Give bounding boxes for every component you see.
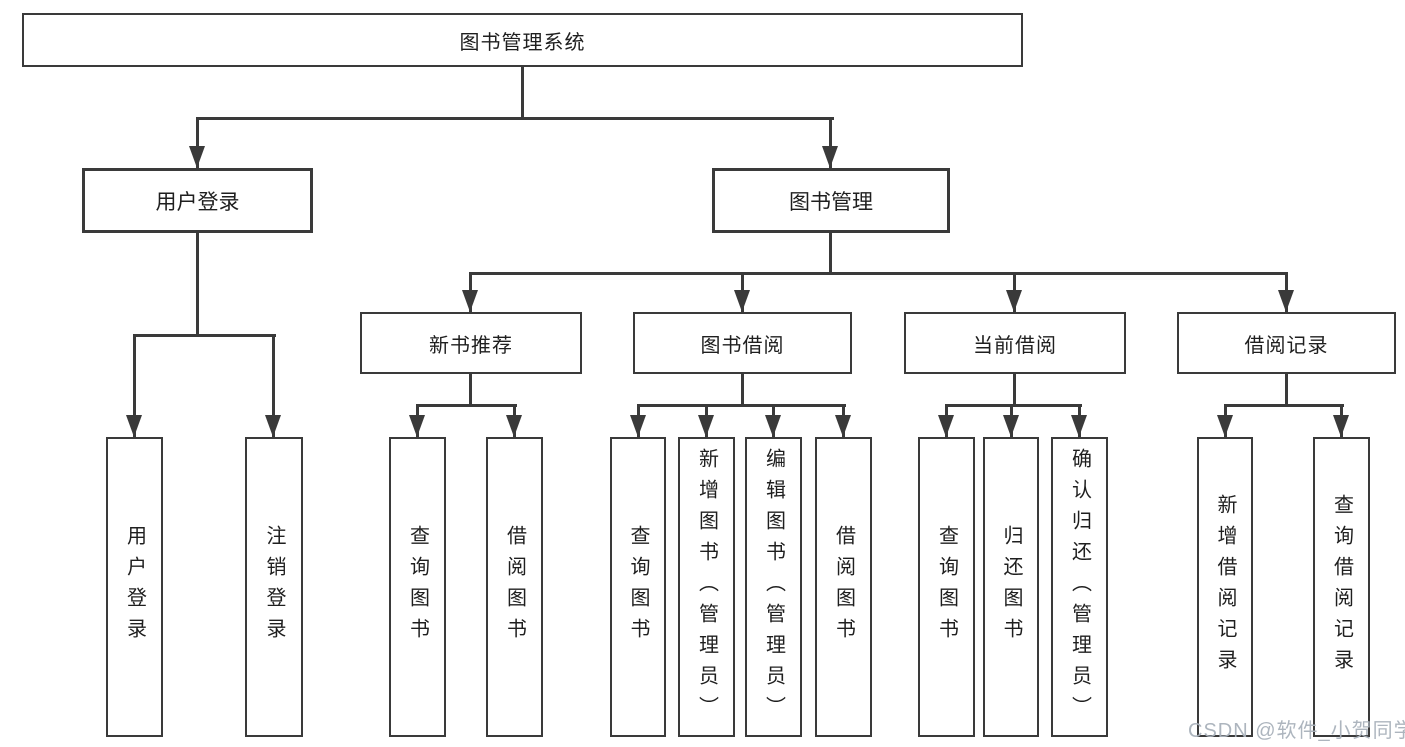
- leaf-query-borrow-record: 查询借阅记录: [1313, 437, 1370, 737]
- arrowhead-down-icon: [1071, 415, 1087, 437]
- node-label: 图书借阅: [700, 334, 785, 357]
- node-label: 图书管理系统: [459, 31, 586, 54]
- leaf-label: 查询借阅记录: [1330, 494, 1353, 680]
- leaf-add-borrow-record: 新增借阅记录: [1197, 437, 1253, 737]
- connector-rail: [416, 404, 517, 407]
- leaf-edit-book-admin: 编辑图书（管理员）: [745, 437, 802, 737]
- node-book-borrowing: 图书借阅: [633, 312, 852, 374]
- arrowhead-down-icon: [734, 290, 750, 312]
- node-new-book-recommend: 新书推荐: [360, 312, 582, 374]
- leaf-label: 注销登录: [263, 525, 285, 649]
- arrowhead-down-icon: [1006, 290, 1022, 312]
- connector-drop: [272, 334, 275, 437]
- node-book-management: 图书管理: [712, 168, 950, 233]
- leaf-label: 新增借阅记录: [1214, 494, 1236, 680]
- leaf-logout: 注销登录: [245, 437, 303, 737]
- arrowhead-down-icon: [835, 415, 851, 437]
- node-label: 图书管理: [789, 190, 873, 214]
- node-borrow-records: 借阅记录: [1177, 312, 1396, 374]
- leaf-confirm-return-admin: 确认归还（管理员）: [1051, 437, 1108, 737]
- leaf-label: 新增图书（管理员）: [695, 447, 718, 727]
- csdn-watermark: CSDN @软件_小贺同学: [1188, 720, 1405, 742]
- connector-rail: [637, 404, 846, 407]
- leaf-query-books-recommend: 查询图书: [389, 437, 446, 737]
- connector-stem: [1285, 374, 1288, 406]
- connector-rail: [469, 272, 1288, 275]
- connector-rail: [196, 117, 834, 120]
- arrowhead-down-icon: [765, 415, 781, 437]
- arrowhead-down-icon: [938, 415, 954, 437]
- leaf-label: 借阅图书: [503, 525, 526, 649]
- connector-stem: [469, 374, 472, 406]
- connector-stem: [1013, 374, 1016, 406]
- arrowhead-down-icon: [189, 146, 205, 168]
- connector-stem: [741, 374, 744, 406]
- arrowhead-down-icon: [822, 146, 838, 168]
- arrowhead-down-icon: [506, 415, 522, 437]
- leaf-query-books-borrowing: 查询图书: [610, 437, 666, 737]
- leaf-query-books-current: 查询图书: [918, 437, 975, 737]
- connector-rail: [133, 334, 276, 337]
- leaf-label: 归还图书: [1000, 525, 1022, 649]
- arrowhead-down-icon: [1217, 415, 1233, 437]
- leaf-label: 查询图书: [406, 525, 429, 649]
- leaf-label: 编辑图书（管理员）: [762, 447, 785, 727]
- leaf-user-login: 用户登录: [106, 437, 163, 737]
- arrowhead-down-icon: [1333, 415, 1349, 437]
- arrowhead-down-icon: [630, 415, 646, 437]
- arrowhead-down-icon: [698, 415, 714, 437]
- connector-rail: [945, 404, 1082, 407]
- arrowhead-down-icon: [409, 415, 425, 437]
- arrowhead-down-icon: [1278, 290, 1294, 312]
- connector-stem: [829, 233, 832, 274]
- arrowhead-down-icon: [462, 290, 478, 312]
- arrowhead-down-icon: [1003, 415, 1019, 437]
- node-current-borrowing: 当前借阅: [904, 312, 1126, 374]
- node-label: 用户登录: [155, 190, 240, 214]
- leaf-label: 借阅图书: [832, 525, 855, 649]
- connector-rail: [1224, 404, 1344, 407]
- connector-stem: [196, 233, 199, 335]
- node-label: 新书推荐: [429, 334, 513, 357]
- node-label: 当前借阅: [973, 334, 1057, 357]
- leaf-label: 用户登录: [123, 525, 146, 649]
- node-user-login: 用户登录: [82, 168, 313, 233]
- leaf-return-book: 归还图书: [983, 437, 1039, 737]
- node-label: 借阅记录: [1244, 334, 1329, 357]
- connector-stem: [521, 67, 524, 118]
- leaf-label: 查询图书: [627, 525, 649, 649]
- arrowhead-down-icon: [265, 415, 281, 437]
- connector-drop: [196, 117, 199, 168]
- arrowhead-down-icon: [126, 415, 142, 437]
- node-library-system: 图书管理系统: [22, 13, 1023, 67]
- leaf-label: 查询图书: [935, 525, 958, 649]
- leaf-borrow-books-recommend: 借阅图书: [486, 437, 543, 737]
- leaf-add-book-admin: 新增图书（管理员）: [678, 437, 735, 737]
- leaf-label: 确认归还（管理员）: [1068, 447, 1091, 727]
- connector-drop: [133, 334, 136, 437]
- connector-drop: [829, 117, 832, 168]
- leaf-borrow-books-borrowing: 借阅图书: [815, 437, 872, 737]
